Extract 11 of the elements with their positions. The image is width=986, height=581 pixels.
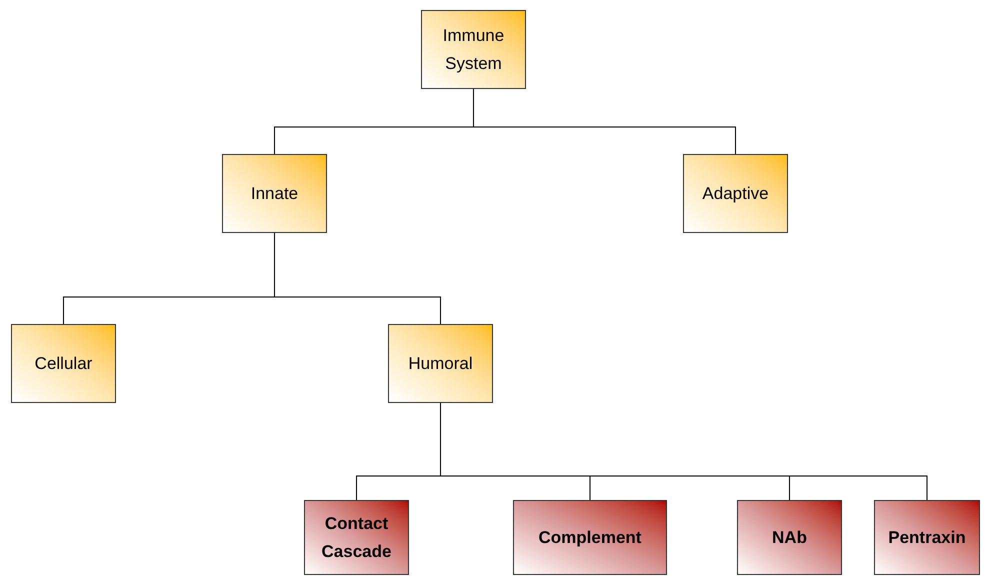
leaf-box: NAb: [737, 500, 842, 575]
category-box: Cellular: [11, 324, 116, 403]
leaf-box: Complement: [513, 500, 667, 575]
category-box: Humoral: [388, 324, 493, 403]
leaf-box: Contact Cascade: [304, 500, 409, 575]
category-box: Adaptive: [683, 154, 788, 233]
leaf-box: Pentraxin: [874, 500, 980, 575]
connector-line: [473, 88, 736, 154]
category-box: Immune System: [421, 10, 526, 89]
category-box: Innate: [222, 154, 327, 233]
connector-line: [274, 232, 441, 324]
